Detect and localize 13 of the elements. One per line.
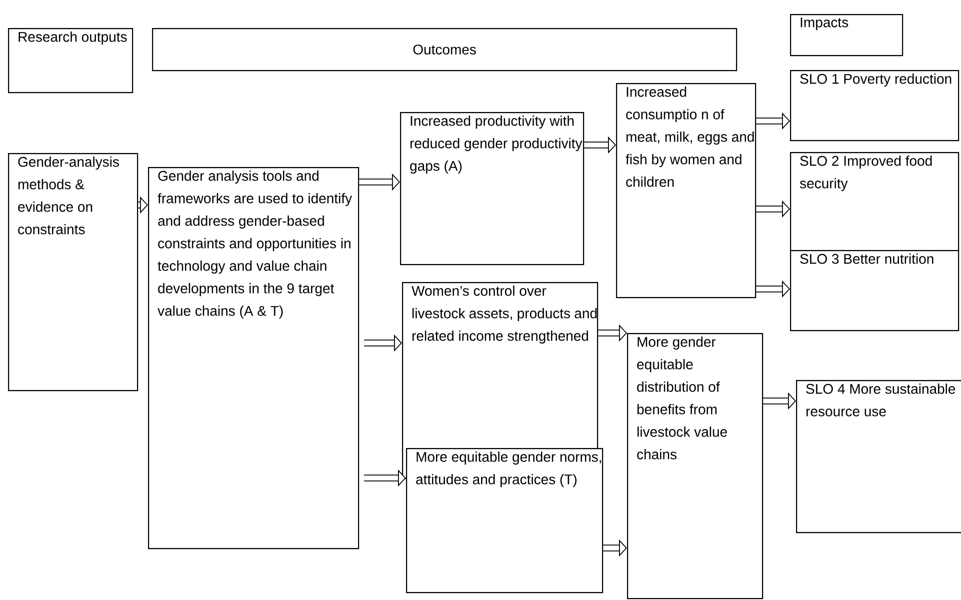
process-box: More equitable gender norms, attitudes and practices (T) — [406, 448, 604, 594]
impact-box: SLO 1 Poverty reduction — [790, 70, 960, 142]
impact-box: SLO 4 More sustainable resource use — [796, 380, 961, 534]
process-box: More gender equitable distribution of benefits from livestock value chains — [627, 333, 764, 600]
heading-box: Research outputs — [8, 28, 134, 94]
impact-box: SLO 3 Better nutrition — [790, 250, 960, 332]
impact-box: SLO 2 Improved food security — [790, 152, 960, 252]
heading-box: Outcomes — [152, 28, 738, 72]
process-box: Increased consumptio n of meat, milk, eggs and fish by women and children — [616, 83, 756, 298]
heading-box: Impacts — [790, 14, 904, 56]
process-box: Gender-analysis methods & evidence on constraints — [8, 153, 138, 392]
process-box: Gender analysis tools and frameworks are used to identify and address gender-based constraints and opportunities in technology and value chain developments in the 9 target value chains (A & T) — [148, 167, 360, 550]
process-box: Increased productivity with reduced gender productivity gaps (A) — [400, 112, 584, 266]
